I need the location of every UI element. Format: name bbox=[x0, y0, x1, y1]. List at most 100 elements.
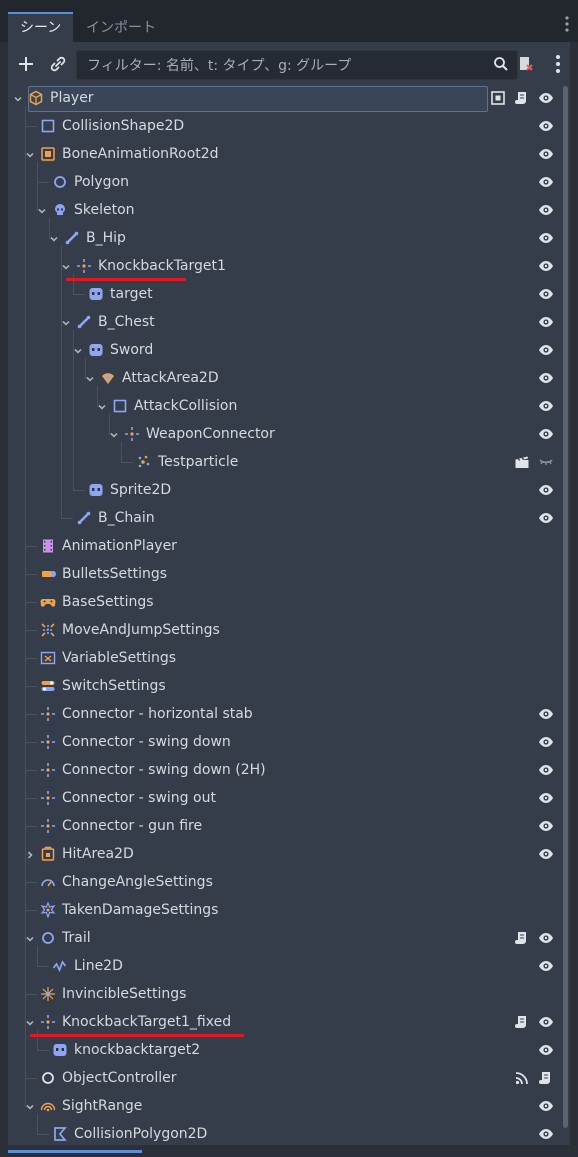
eye-icon[interactable] bbox=[538, 202, 554, 218]
chevron-down-icon[interactable] bbox=[25, 1016, 35, 1026]
filter-input[interactable] bbox=[85, 54, 489, 78]
eye-icon[interactable] bbox=[538, 230, 554, 246]
eye-icon[interactable] bbox=[538, 510, 554, 526]
chevron-down-icon[interactable] bbox=[25, 148, 35, 158]
tree-node[interactable]: Connector - swing down bbox=[8, 728, 560, 756]
tab-import[interactable]: インポート bbox=[86, 20, 156, 36]
chevron-down-icon[interactable] bbox=[61, 260, 71, 270]
chevron-right-icon[interactable] bbox=[25, 848, 35, 859]
eye-icon[interactable] bbox=[538, 762, 554, 778]
tab-menu-icon[interactable] bbox=[564, 16, 570, 34]
tab-scene[interactable]: シーン bbox=[8, 12, 74, 42]
tree-node[interactable]: HitArea2D bbox=[8, 840, 560, 868]
instance-scene-button[interactable] bbox=[46, 52, 70, 76]
tree-node[interactable]: KnockbackTarget1 bbox=[8, 252, 560, 280]
script-icon[interactable] bbox=[514, 90, 530, 106]
eye-icon[interactable] bbox=[538, 706, 554, 722]
tree-node[interactable]: Line2D bbox=[8, 952, 560, 980]
tree-node[interactable]: Trail bbox=[8, 924, 560, 952]
eye-icon[interactable] bbox=[538, 314, 554, 330]
signal-icon[interactable] bbox=[514, 1070, 530, 1086]
eye-icon[interactable] bbox=[538, 958, 554, 974]
tree-node[interactable]: Player bbox=[8, 84, 560, 112]
tree-scrollbar[interactable] bbox=[563, 86, 568, 1128]
filter-box[interactable] bbox=[76, 50, 518, 80]
tree-node[interactable]: InvincibleSettings bbox=[8, 980, 560, 1008]
chevron-down-icon[interactable] bbox=[85, 372, 95, 382]
tree-node[interactable]: B_Chest bbox=[8, 308, 560, 336]
tree-node[interactable]: Polygon bbox=[8, 168, 560, 196]
tree-node[interactable]: Connector - horizontal stab bbox=[8, 700, 560, 728]
tree-node[interactable]: BaseSettings bbox=[8, 588, 560, 616]
tree-node[interactable]: MoveAndJumpSettings bbox=[8, 616, 560, 644]
tree-node[interactable]: Connector - swing down (2H) bbox=[8, 756, 560, 784]
tree-node[interactable]: KnockbackTarget1_fixed bbox=[8, 1008, 560, 1036]
tree-node[interactable]: CollisionPolygon2D bbox=[8, 1120, 560, 1148]
eye-icon[interactable] bbox=[538, 482, 554, 498]
script-icon[interactable] bbox=[514, 930, 530, 946]
tree-node[interactable]: ChangeAngleSettings bbox=[8, 868, 560, 896]
tree-node[interactable]: AnimationPlayer bbox=[8, 532, 560, 560]
tree-node[interactable]: knockbacktarget2 bbox=[8, 1036, 560, 1064]
chevron-down-icon[interactable] bbox=[25, 932, 35, 942]
chevron-down-icon[interactable] bbox=[49, 232, 59, 242]
eye-icon[interactable] bbox=[538, 1098, 554, 1114]
tree-node[interactable]: WeaponConnector bbox=[8, 420, 560, 448]
eye-icon[interactable] bbox=[538, 846, 554, 862]
tree-node[interactable]: B_Hip bbox=[8, 224, 560, 252]
eye-icon[interactable] bbox=[538, 398, 554, 414]
script-icon[interactable] bbox=[538, 1070, 554, 1086]
chevron-down-icon[interactable] bbox=[61, 316, 71, 326]
chevron-down-icon[interactable] bbox=[109, 428, 119, 438]
tree-node[interactable]: BulletsSettings bbox=[8, 560, 560, 588]
script-icon[interactable] bbox=[514, 1014, 530, 1030]
panel-resize-handle[interactable] bbox=[8, 1150, 142, 1153]
group-icon[interactable] bbox=[490, 90, 506, 106]
tree-node[interactable]: target bbox=[8, 280, 560, 308]
tree-node[interactable]: Connector - swing out bbox=[8, 784, 560, 812]
eye-icon[interactable] bbox=[538, 790, 554, 806]
tree-node[interactable]: AttackArea2D bbox=[8, 364, 560, 392]
tree-node[interactable]: SightRange bbox=[8, 1092, 560, 1120]
tree-node[interactable]: B_Chain bbox=[8, 504, 560, 532]
clapper-icon[interactable] bbox=[514, 454, 530, 470]
eye-icon[interactable] bbox=[538, 1042, 554, 1058]
eye-icon[interactable] bbox=[538, 258, 554, 274]
eye-icon[interactable] bbox=[538, 1014, 554, 1030]
eye-icon[interactable] bbox=[538, 342, 554, 358]
eye-icon[interactable] bbox=[538, 1126, 554, 1142]
eye-icon[interactable] bbox=[538, 90, 554, 106]
eye-icon[interactable] bbox=[538, 118, 554, 134]
tree-node[interactable]: AttackCollision bbox=[8, 392, 560, 420]
eye-icon[interactable] bbox=[538, 930, 554, 946]
chevron-down-icon[interactable] bbox=[13, 92, 23, 102]
eye-icon[interactable] bbox=[538, 146, 554, 162]
tree-node[interactable]: ObjectController bbox=[8, 1064, 560, 1092]
eye-icon[interactable] bbox=[538, 734, 554, 750]
tree-node[interactable]: Sword bbox=[8, 336, 560, 364]
chevron-down-icon[interactable] bbox=[25, 1100, 35, 1110]
eye-icon[interactable] bbox=[538, 426, 554, 442]
tree-node[interactable]: BoneAnimationRoot2d bbox=[8, 140, 560, 168]
chevron-down-icon[interactable] bbox=[97, 400, 107, 410]
tree-node[interactable]: Skeleton bbox=[8, 196, 560, 224]
tree-node[interactable]: Testparticle bbox=[8, 448, 560, 476]
add-node-button[interactable] bbox=[14, 52, 38, 76]
tree-node[interactable]: Sprite2D bbox=[8, 476, 560, 504]
eye-icon[interactable] bbox=[538, 818, 554, 834]
tree-node[interactable]: TakenDamageSettings bbox=[8, 896, 560, 924]
eye-closed-icon[interactable] bbox=[538, 454, 554, 470]
eye-icon[interactable] bbox=[538, 286, 554, 302]
tree-node[interactable]: SwitchSettings bbox=[8, 672, 560, 700]
tree-node[interactable]: CollisionShape2D bbox=[8, 112, 560, 140]
eye-icon[interactable] bbox=[538, 370, 554, 386]
remote-scene-button[interactable] bbox=[514, 52, 538, 76]
search-icon bbox=[494, 57, 508, 71]
scene-menu-button[interactable] bbox=[546, 52, 570, 76]
tree-node[interactable]: VariableSettings bbox=[8, 644, 560, 672]
tree-node[interactable]: Connector - gun fire bbox=[8, 812, 560, 840]
chevron-down-icon[interactable] bbox=[73, 344, 83, 354]
chevron-down-icon[interactable] bbox=[37, 204, 47, 214]
eye-icon[interactable] bbox=[538, 174, 554, 190]
